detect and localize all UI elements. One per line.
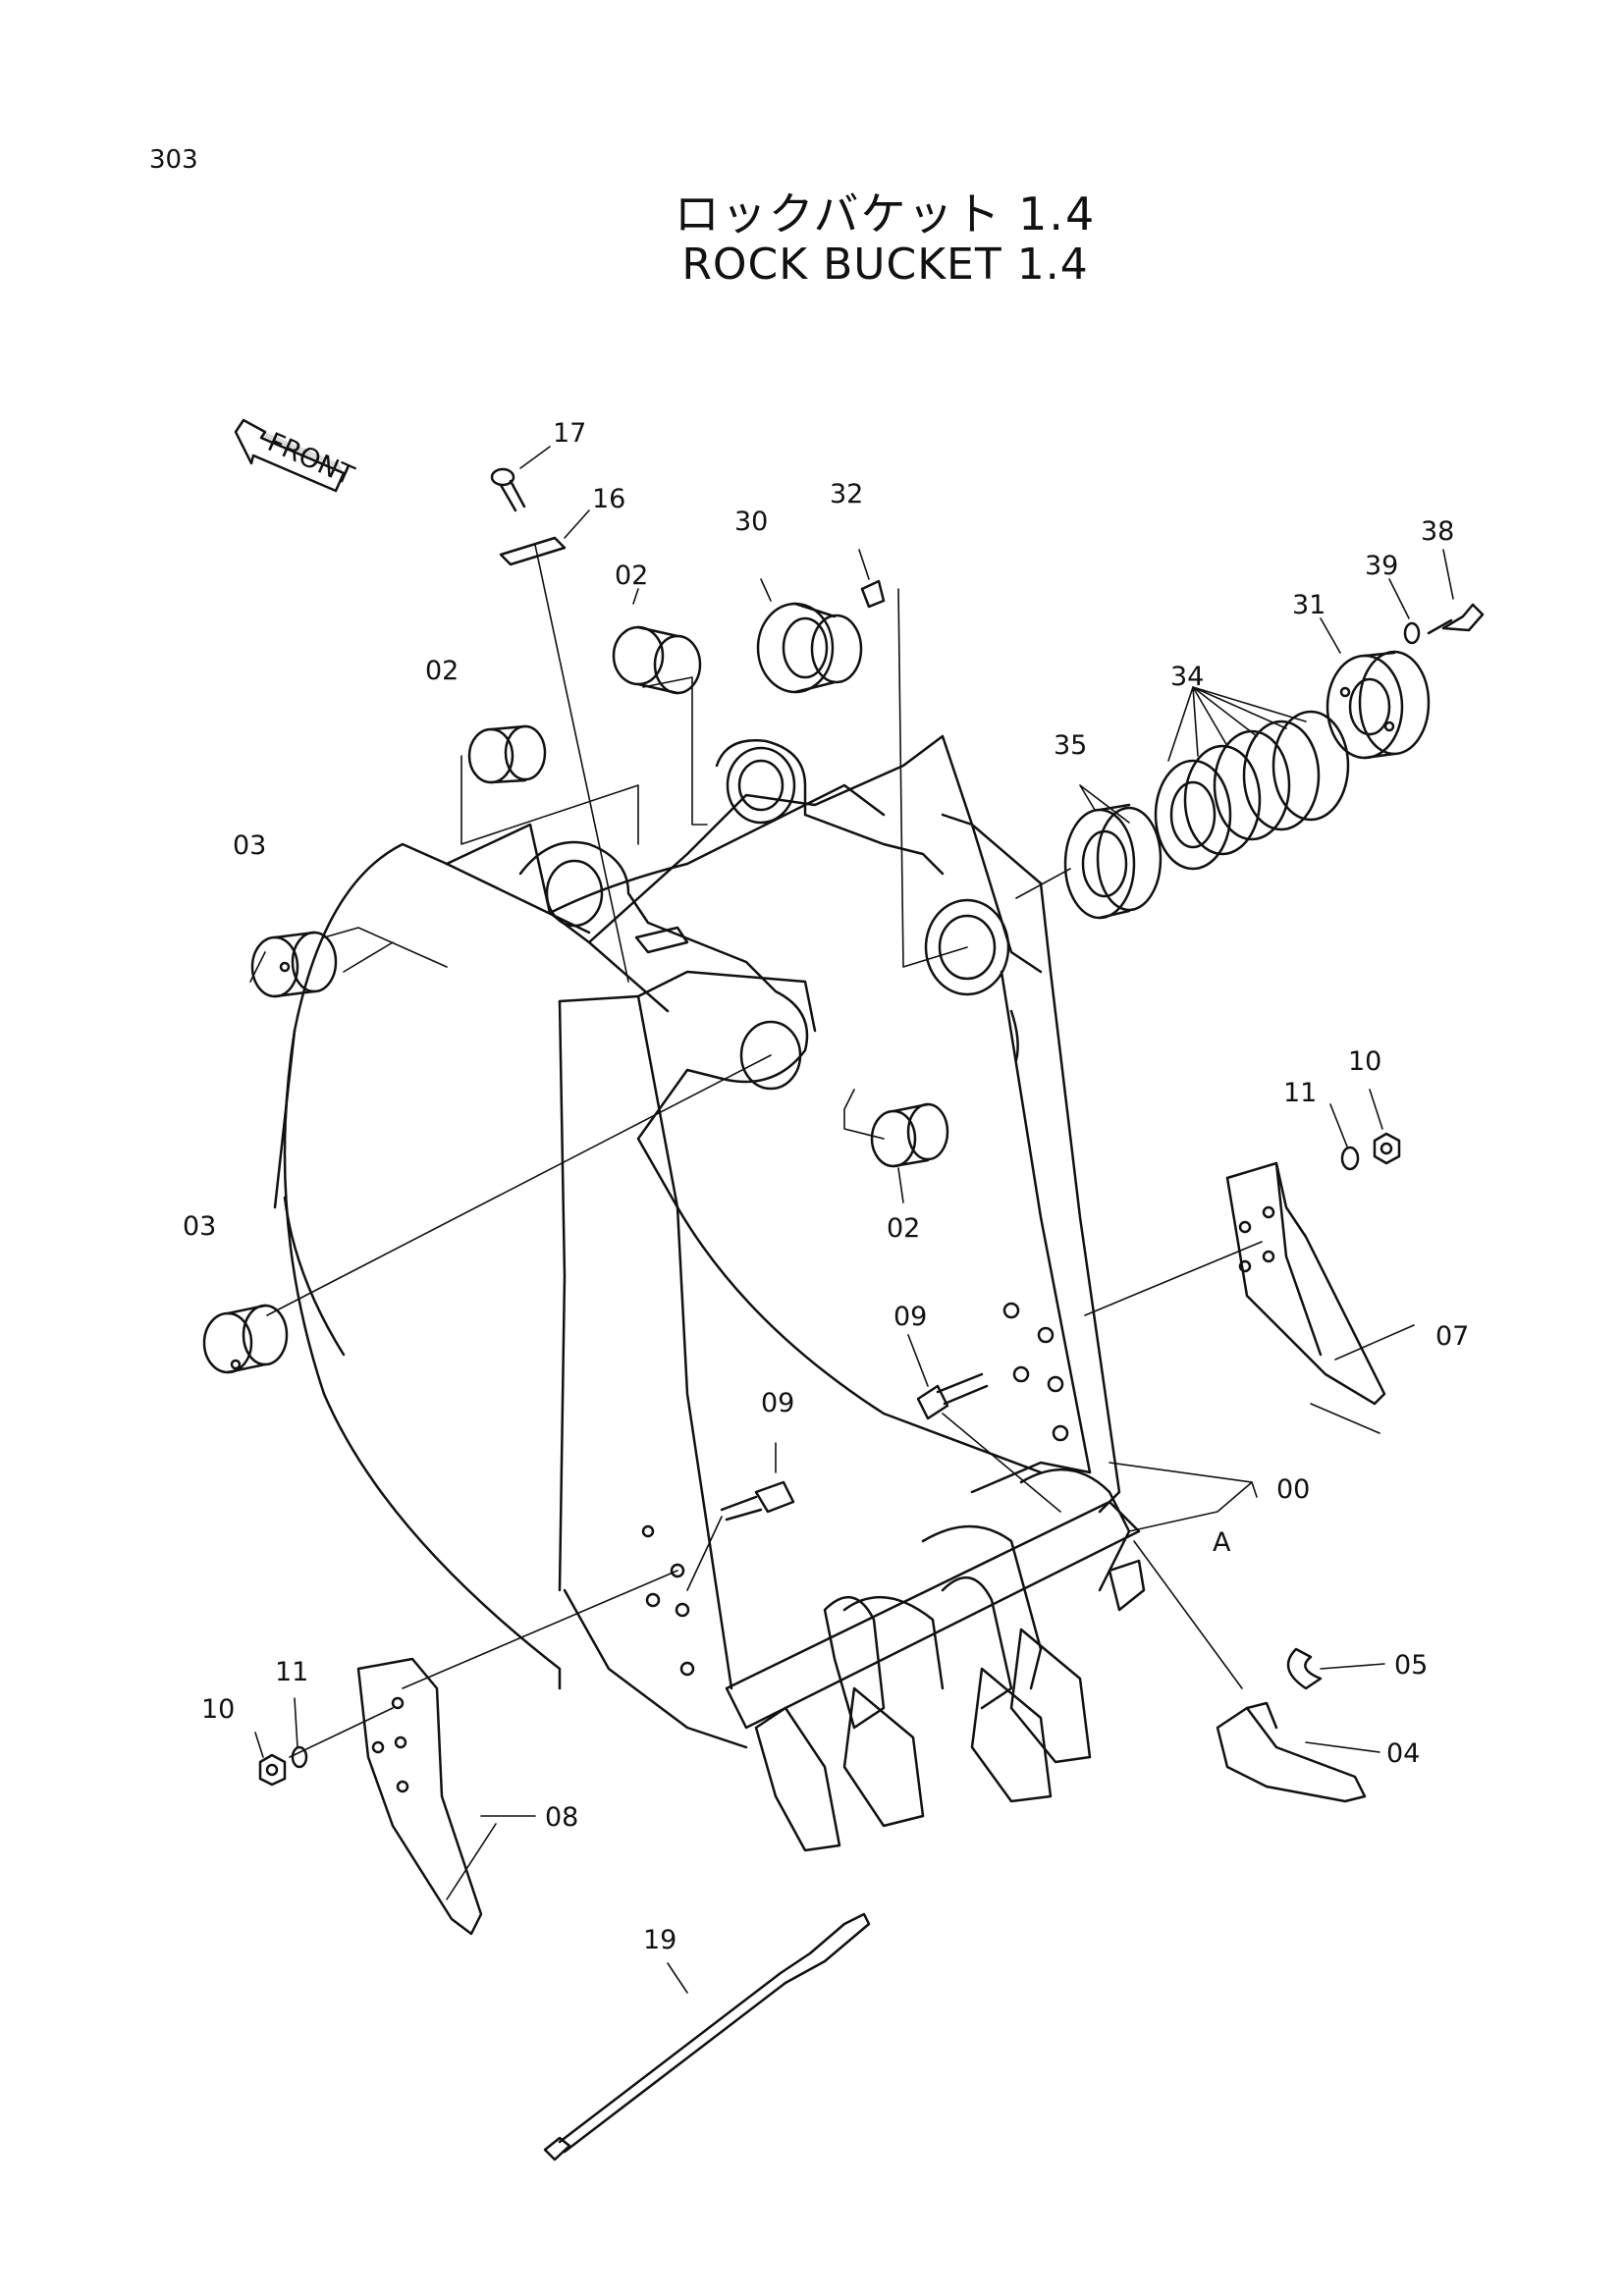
part-39-washer	[1403, 621, 1421, 645]
callout-17: 17	[553, 418, 586, 449]
title-english: ROCK BUCKET 1.4	[681, 240, 1089, 290]
callout-00: 00	[1276, 1474, 1310, 1505]
callout-30: 30	[734, 507, 768, 537]
part-30-cap	[756, 602, 863, 694]
callout-03: 03	[183, 1211, 216, 1242]
part-10-nut-left	[258, 1753, 287, 1787]
part-17-bolt	[490, 467, 526, 512]
callout-09: 09	[893, 1302, 927, 1332]
callout-08: 08	[545, 1802, 578, 1833]
part-38-bolt	[1427, 603, 1485, 635]
callout-10: 10	[201, 1694, 235, 1725]
callout-32: 32	[830, 479, 863, 509]
part-31-flange	[1325, 650, 1431, 760]
callout-02: 02	[887, 1213, 920, 1244]
title-japanese: ロックバケット 1.4	[674, 187, 1097, 240]
leader-lines	[249, 446, 1454, 1994]
callout-03: 03	[233, 830, 266, 861]
part-02-bushing-top	[612, 625, 702, 695]
part-03-collar-bottom	[202, 1304, 289, 1374]
callout-11: 11	[1283, 1078, 1317, 1108]
part-16-plate	[499, 536, 567, 566]
callout-31: 31	[1292, 590, 1325, 620]
bucket-body	[273, 734, 1141, 1749]
bucket-teeth	[754, 1468, 1146, 1852]
part-02-bushing-lower	[870, 1102, 949, 1168]
part-09-bolt-left	[720, 1480, 795, 1522]
part-04-tooth	[1216, 1701, 1367, 1803]
part-08-side-cutter-left	[356, 1657, 483, 1936]
callout-16: 16	[592, 484, 625, 514]
part-10-nut-right	[1373, 1132, 1401, 1165]
callout-09: 09	[761, 1388, 794, 1418]
part-11-washer-left	[291, 1745, 308, 1769]
callout-19: 19	[643, 1925, 676, 1955]
callout-35: 35	[1054, 730, 1087, 761]
part-32-pin	[860, 579, 886, 609]
callout-34: 34	[1170, 662, 1204, 692]
callout-labels: 17 16 02 02 02 03 03 30 32 38 39 31 34 3…	[183, 418, 1469, 1955]
part-19-cable	[543, 1912, 871, 2162]
part-35-shim	[1063, 803, 1163, 920]
callout-05: 05	[1394, 1650, 1428, 1681]
callout-02: 02	[425, 656, 459, 686]
callout-04: 04	[1386, 1738, 1420, 1769]
front-arrow-label: FRONT	[263, 427, 358, 492]
callout-A: A	[1213, 1527, 1231, 1558]
part-34-shims	[1154, 710, 1350, 871]
callout-07: 07	[1435, 1321, 1469, 1352]
callout-02: 02	[615, 561, 648, 591]
part-07-side-cutter-right	[1225, 1161, 1386, 1406]
front-arrow-icon	[234, 418, 346, 493]
part-09-bolt-right	[916, 1372, 989, 1420]
part-03-collar-top	[250, 931, 338, 998]
callout-11: 11	[275, 1657, 308, 1687]
callout-39: 39	[1365, 551, 1398, 581]
part-02-bushing-left	[467, 724, 547, 784]
callout-38: 38	[1421, 516, 1454, 547]
part-11-washer-right	[1340, 1146, 1360, 1171]
callout-10: 10	[1348, 1046, 1381, 1077]
page-number: 303	[149, 145, 198, 175]
part-05-lock-pin	[1286, 1647, 1323, 1690]
